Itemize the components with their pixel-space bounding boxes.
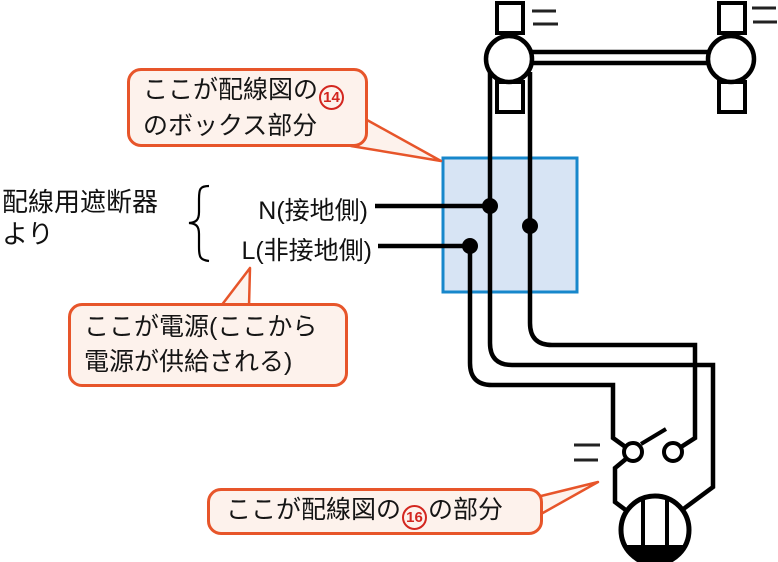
circled-number-14: 14 xyxy=(319,84,345,110)
callout-power-line2: 電源が供給される) xyxy=(84,348,293,376)
junction-dots xyxy=(462,198,538,254)
callout-power: ここが電源(ここから 電源が供給される) xyxy=(68,303,348,387)
wire-neutral-branch xyxy=(487,72,716,512)
live-wire-label: L(非接地側) xyxy=(241,237,372,265)
junction-dot-neutral xyxy=(482,198,498,214)
wire-jumper xyxy=(612,456,629,513)
wire-switch-return xyxy=(527,72,698,449)
breaker-source-line1: 配線用遮断器 xyxy=(2,187,159,217)
callout-part16-suffix: の部分 xyxy=(428,495,504,524)
junction-dot-live xyxy=(462,238,478,254)
callout-power-line1: ここが電源(ここから xyxy=(84,313,318,341)
callout-box-text: ここが配線図の xyxy=(143,75,319,104)
cable-marker-left-icon xyxy=(532,9,558,26)
wires xyxy=(375,49,716,513)
callout-part16-tail xyxy=(539,480,600,516)
callout-tails xyxy=(219,113,600,516)
breaker-source-line2: より xyxy=(2,219,54,249)
wire-live-branch xyxy=(378,243,627,449)
brace-icon xyxy=(188,184,210,263)
cable-marker-switch-icon xyxy=(574,443,600,462)
junction-dot-return xyxy=(522,218,538,234)
ceiling-light-right-icon xyxy=(705,1,757,114)
ceiling-light-left-icon xyxy=(483,1,535,114)
neutral-wire-label: N(接地側) xyxy=(258,197,368,225)
switch-icon xyxy=(622,427,684,463)
junction-box xyxy=(441,156,579,294)
outlet-icon xyxy=(618,493,692,562)
breaker-source-label: 配線用遮断器 より xyxy=(2,186,158,250)
callout-part16-text: ここが配線図の xyxy=(226,495,402,524)
cable-marker-right-icon xyxy=(752,6,777,24)
callout-power-tail xyxy=(219,266,252,308)
circled-number-16: 16 xyxy=(402,504,428,530)
callout-box-line2: のボックス部分 xyxy=(143,111,318,140)
